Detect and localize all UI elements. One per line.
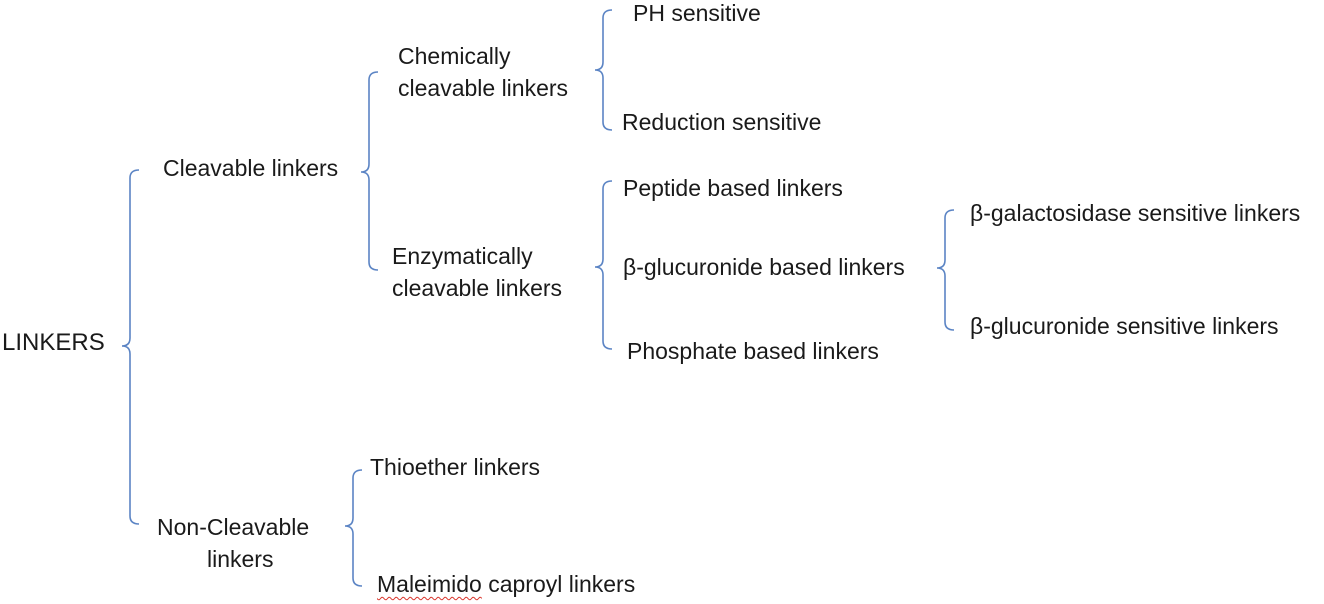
- maleimido-spellcheck-word: Maleimido: [377, 571, 482, 597]
- leaf-thioether: Thioether linkers: [370, 454, 541, 480]
- maleimido-rest: caproyl linkers: [481, 571, 636, 597]
- leaf-glucuronide-sensitive: β-glucuronide sensitive linkers: [970, 313, 1279, 339]
- glucuronide-brace: [936, 209, 955, 331]
- chemically-brace: [594, 9, 613, 131]
- node-enzymatically-line1: Enzymatically: [392, 243, 533, 269]
- leaf-reduction-sensitive: Reduction sensitive: [622, 109, 822, 135]
- leaf-phosphate-based: Phosphate based linkers: [627, 338, 879, 364]
- node-cleavable-linkers: Cleavable linkers: [163, 155, 339, 181]
- root-node-linkers: LINKERS: [2, 329, 105, 356]
- leaf-peptide-based: Peptide based linkers: [623, 175, 843, 201]
- node-non-cleavable-line2: linkers: [207, 546, 274, 572]
- node-glucuronide-based: β-glucuronide based linkers: [623, 254, 905, 280]
- non-cleavable-brace: [344, 469, 363, 587]
- node-chemically-line1: Chemically: [398, 43, 511, 69]
- enzymatically-brace: [594, 180, 613, 350]
- node-chemically-line2: cleavable linkers: [398, 75, 569, 101]
- cleavable-brace: [360, 71, 379, 271]
- node-enzymatically-line2: cleavable linkers: [392, 275, 563, 301]
- node-non-cleavable-line1: Non-Cleavable: [157, 514, 310, 540]
- root-brace: [121, 169, 140, 525]
- leaf-ph-sensitive: PH sensitive: [633, 0, 761, 26]
- leaf-maleimido-caproyl: Maleimido caproyl linkers: [377, 568, 635, 600]
- leaf-galactosidase-sensitive: β-galactosidase sensitive linkers: [970, 200, 1301, 226]
